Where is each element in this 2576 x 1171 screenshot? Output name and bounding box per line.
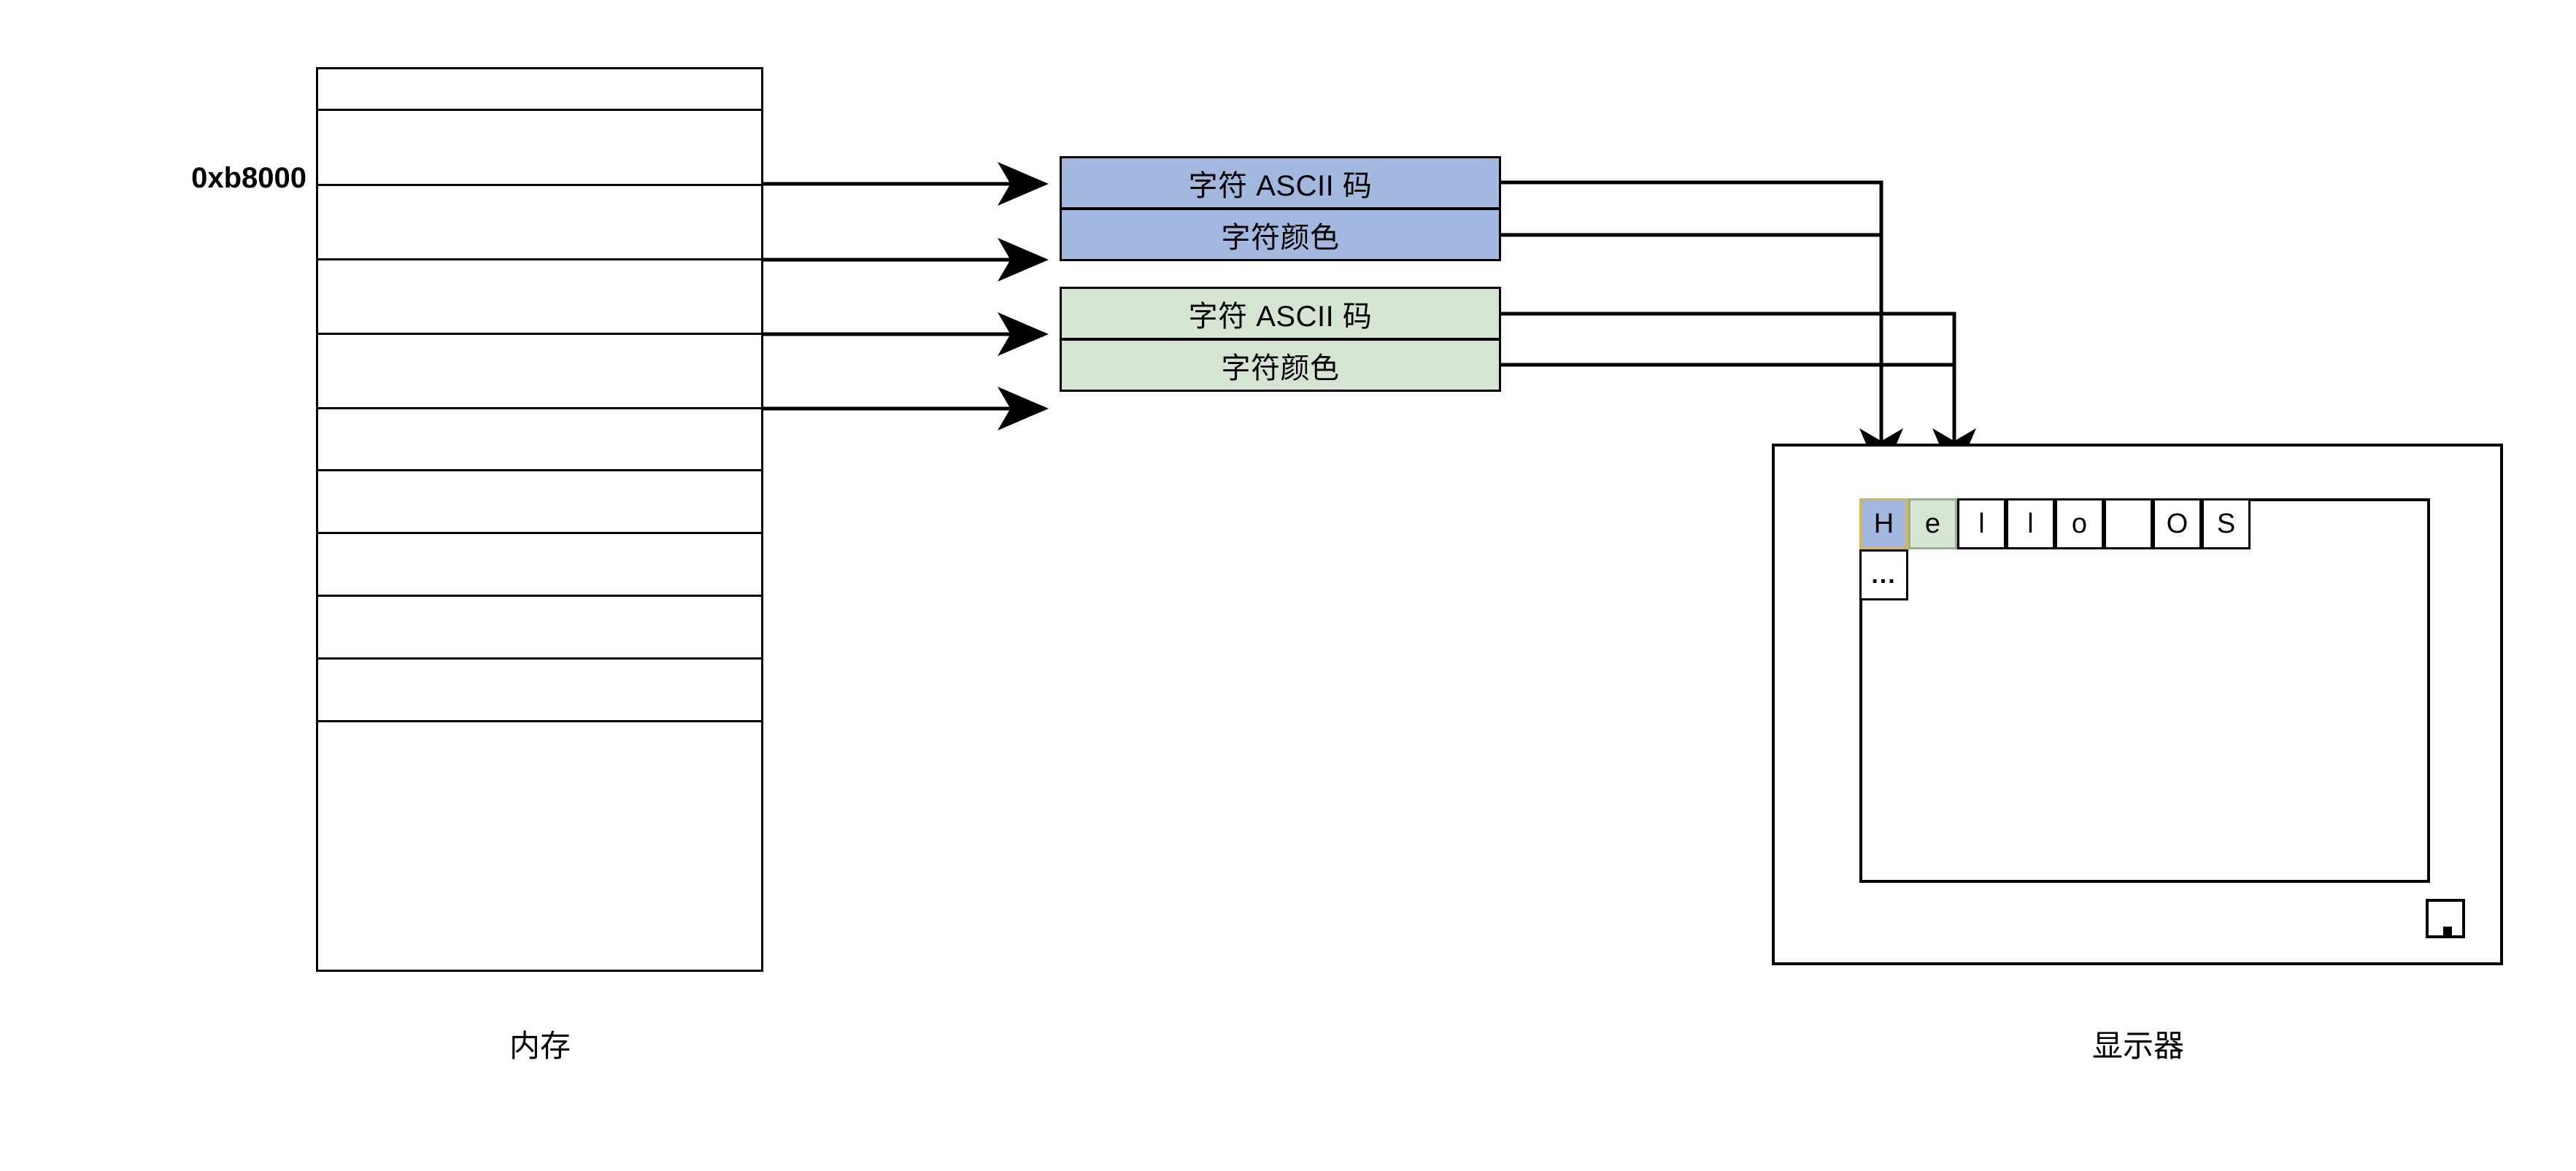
screen-cell-6[interactable]: O bbox=[2153, 498, 2202, 549]
memory-row[interactable] bbox=[316, 597, 763, 660]
memory-row[interactable] bbox=[316, 260, 763, 335]
memory-address-label: 0xb8000 bbox=[191, 162, 306, 194]
screen-cell-4[interactable]: o bbox=[2055, 498, 2104, 549]
screen-cell-3[interactable]: l bbox=[2006, 498, 2055, 549]
memory-row[interactable] bbox=[316, 67, 763, 111]
power-button-icon[interactable] bbox=[2426, 899, 2465, 938]
screen-cell-7[interactable]: S bbox=[2202, 498, 2251, 549]
char-color-box-1[interactable]: 字符颜色 bbox=[1060, 208, 1501, 261]
memory-table bbox=[316, 67, 763, 972]
screen-cell-1[interactable]: e bbox=[1908, 498, 1957, 549]
memory-row[interactable] bbox=[316, 186, 763, 260]
char-ascii-box-2[interactable]: 字符 ASCII 码 bbox=[1060, 287, 1501, 340]
screen-cell-5[interactable] bbox=[2104, 498, 2153, 549]
memory-row[interactable] bbox=[316, 335, 763, 409]
screen-cell-ellipsis[interactable]: ... bbox=[1859, 549, 1908, 600]
char-ascii-box-1[interactable]: 字符 ASCII 码 bbox=[1060, 156, 1501, 209]
memory-row[interactable] bbox=[316, 471, 763, 534]
memory-row[interactable] bbox=[316, 660, 763, 722]
memory-row[interactable] bbox=[316, 722, 763, 974]
memory-caption: 内存 bbox=[509, 1029, 571, 1063]
monitor-screen bbox=[1859, 498, 2430, 883]
memory-row[interactable] bbox=[316, 409, 763, 471]
char-color-box-2[interactable]: 字符颜色 bbox=[1060, 339, 1501, 392]
memory-row[interactable] bbox=[316, 111, 763, 186]
screen-cell-0[interactable]: H bbox=[1859, 498, 1908, 549]
memory-row[interactable] bbox=[316, 534, 763, 597]
screen-cell-2[interactable]: l bbox=[1957, 498, 2006, 549]
power-led-icon bbox=[2443, 927, 2452, 938]
display-caption: 显示器 bbox=[2091, 1029, 2184, 1063]
